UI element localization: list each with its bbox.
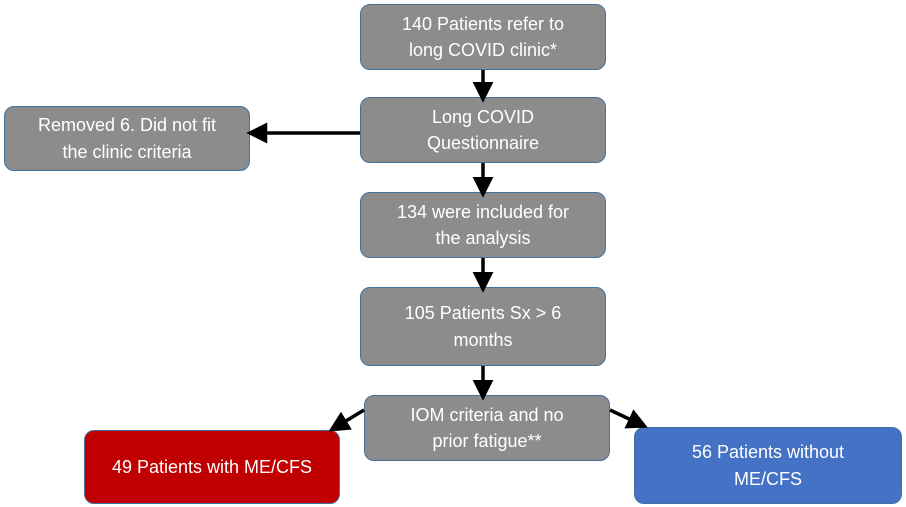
referred-label: 140 Patients refer to long COVID clinic*: [401, 13, 565, 60]
arrow-criteria-to-with-mecfs: [328, 408, 365, 432]
without-mecfs-label: 56 Patients without ME/CFS: [691, 442, 845, 489]
included-label: 134 were included for the analysis: [396, 201, 570, 248]
referred-box: 140 Patients refer to long COVID clinic*: [360, 4, 606, 70]
removed-box: Removed 6. Did not fit the clinic criter…: [4, 106, 250, 171]
removed-label: Removed 6. Did not fit the clinic criter…: [37, 115, 217, 162]
included-box: 134 were included for the analysis: [360, 192, 606, 258]
criteria-label: IOM criteria and no prior fatigue**: [410, 404, 564, 451]
questionnaire-box: Long COVID Questionnaire: [360, 97, 606, 163]
arrow-criteria-to-without-mecfs: [609, 408, 648, 429]
questionnaire-label: Long COVID Questionnaire: [426, 106, 540, 153]
symptoms-box: 105 Patients Sx > 6 months: [360, 287, 606, 366]
with-mecfs-label: 49 Patients with ME/CFS: [111, 456, 313, 477]
criteria-box: IOM criteria and no prior fatigue**: [364, 395, 610, 461]
with-mecfs-box: 49 Patients with ME/CFS: [84, 430, 340, 504]
symptoms-label: 105 Patients Sx > 6 months: [404, 303, 562, 350]
without-mecfs-box: 56 Patients without ME/CFS: [634, 427, 902, 504]
